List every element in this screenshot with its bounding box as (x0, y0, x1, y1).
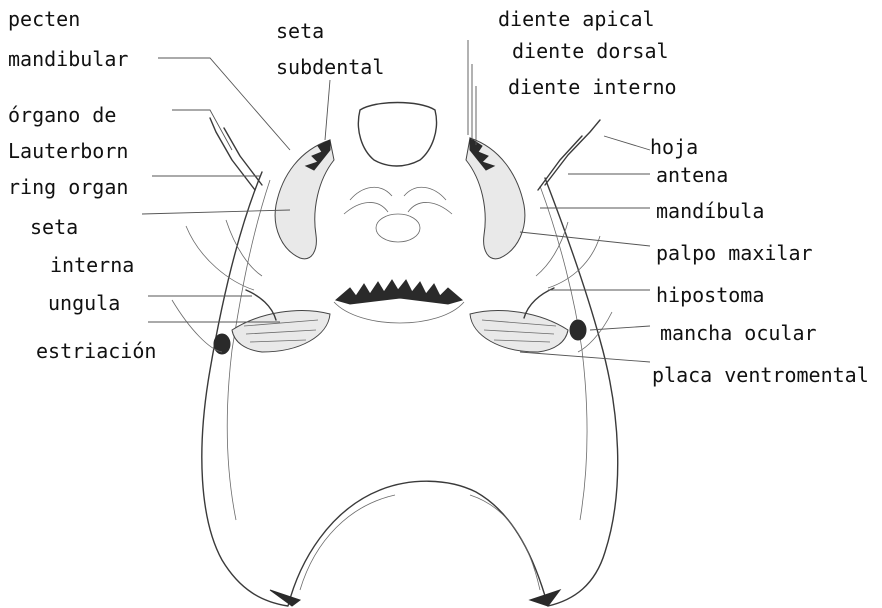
label-diente-apical: diente apical (498, 8, 655, 30)
label-seta-subdental-2: subdental (276, 56, 384, 78)
label-pecten: pecten (8, 8, 80, 30)
label-ungula: ungula (48, 292, 120, 314)
label-mandibula: mandíbula (656, 200, 764, 222)
label-interna: interna (50, 254, 134, 276)
label-seta: seta (30, 216, 78, 238)
label-mancha-ocular: mancha ocular (660, 322, 817, 344)
label-ring-organ: ring organ (8, 176, 128, 198)
label-antena: antena (656, 164, 728, 186)
label-estriacion: estriación (36, 340, 156, 362)
label-mandibular: mandibular (8, 48, 128, 70)
label-placa-ventromental: placa ventromental (652, 364, 869, 386)
label-seta-subdental-1: seta (276, 20, 324, 42)
label-hoja: hoja (650, 136, 698, 158)
label-palpo-maxilar: palpo maxilar (656, 242, 813, 264)
label-lauterborn: Lauterborn (8, 140, 128, 162)
label-organo-de: órgano de (8, 104, 116, 126)
label-hipostoma: hipostoma (656, 284, 764, 306)
label-diente-interno: diente interno (508, 76, 677, 98)
label-diente-dorsal: diente dorsal (512, 40, 669, 62)
